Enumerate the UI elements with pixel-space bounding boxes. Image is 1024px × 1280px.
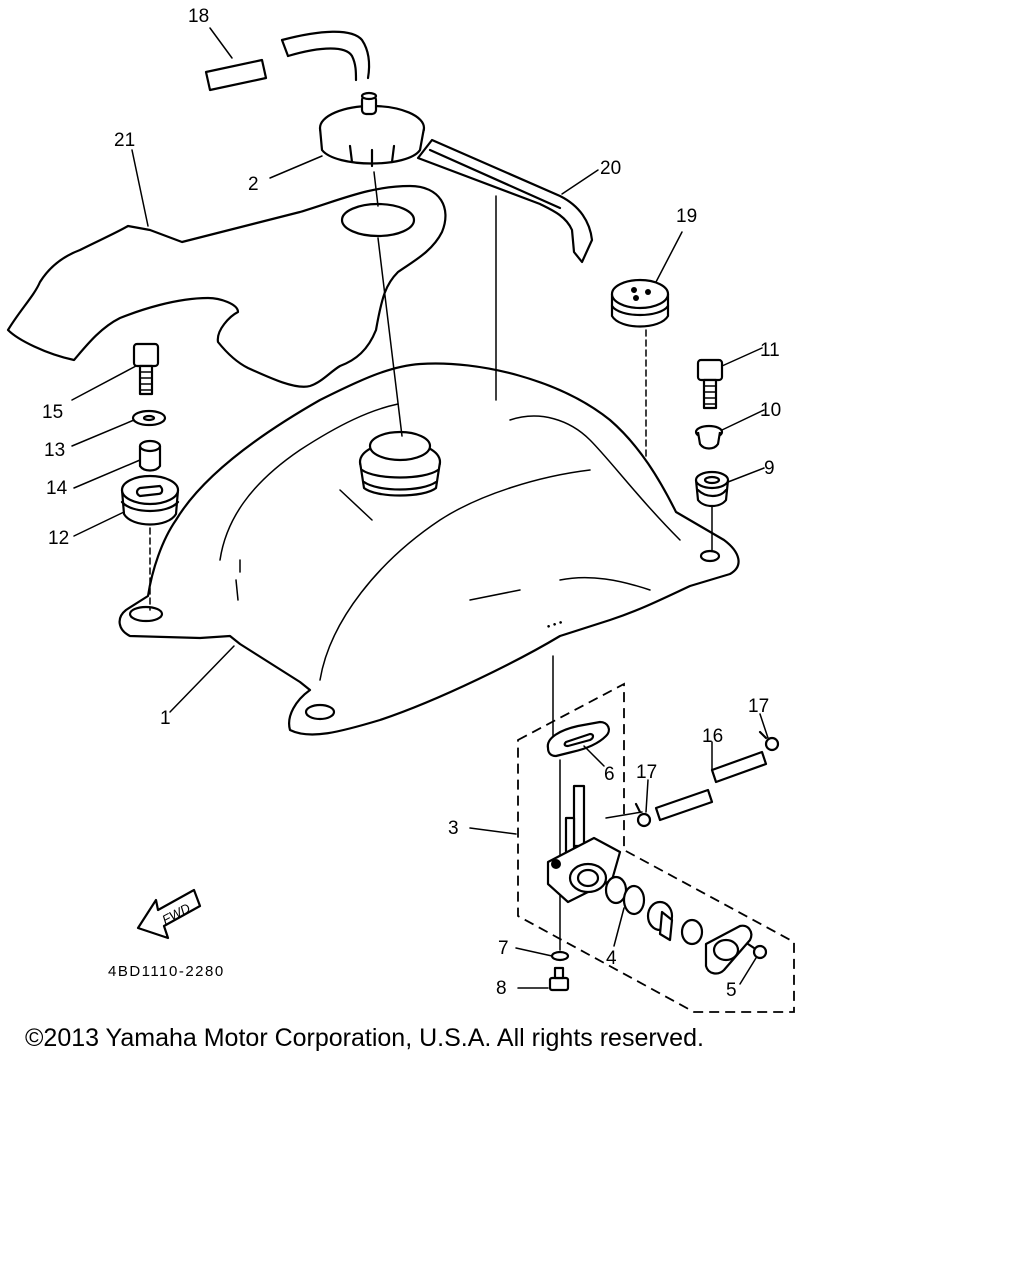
- part-10-collar[interactable]: [694, 424, 724, 450]
- callout-21: 21: [114, 130, 135, 151]
- callout-10: 10: [760, 400, 781, 421]
- forward-arrow-icon: FWD: [136, 888, 202, 940]
- part-16-fuel-hose[interactable]: [654, 750, 768, 822]
- callout-14: 14: [46, 478, 68, 499]
- callout-7: 7: [498, 938, 509, 959]
- part-15-bolt[interactable]: [132, 342, 160, 396]
- callout-8: 8: [496, 978, 507, 999]
- callout-1: 1: [160, 708, 171, 729]
- callout-9: 9: [764, 458, 775, 479]
- callout-19: 19: [676, 206, 697, 227]
- callout-17-lower: 17: [636, 762, 657, 783]
- callout-3: 3: [448, 818, 459, 839]
- callout-18: 18: [188, 6, 209, 27]
- part-12-damper[interactable]: [120, 474, 180, 526]
- part-1-fuel-tank[interactable]: • • •: [118, 362, 740, 736]
- part-5-plate[interactable]: [704, 924, 753, 975]
- fuel-cock-lever[interactable]: [646, 900, 704, 946]
- callout-4: 4: [606, 948, 617, 969]
- callout-16: 16: [702, 726, 723, 747]
- part-3-fuel-cock-assembly-outline: [517, 682, 795, 1013]
- part-14-collar[interactable]: [138, 439, 162, 472]
- part-17-clip-upper[interactable]: [758, 730, 780, 752]
- callout-11: 11: [760, 340, 780, 361]
- part-20-tank-protector[interactable]: [416, 138, 594, 264]
- part-6-gasket[interactable]: [546, 720, 610, 758]
- callout-15: 15: [42, 402, 63, 423]
- callout-6: 6: [604, 764, 615, 785]
- callout-20: 20: [600, 158, 621, 179]
- part-17-clip-lower[interactable]: [634, 802, 652, 828]
- assembly-leader-lines: [149, 171, 713, 951]
- svg-text:• • •: • • •: [546, 617, 565, 633]
- part-18-breather-hose[interactable]: [204, 30, 371, 92]
- part-4-o-ring[interactable]: [604, 875, 646, 916]
- callout-leaders: [71, 27, 769, 989]
- fwd-label: FWD: [160, 900, 193, 927]
- callout-numbers: 1 2 3 4 5 6 7 8 9 10 11 12 13 14 15 16 1…: [42, 6, 781, 1001]
- part-9-damper[interactable]: [694, 470, 730, 508]
- part-3-fuel-cock[interactable]: [546, 784, 622, 904]
- part-11-bolt[interactable]: [696, 358, 724, 410]
- callout-17-upper: 17: [748, 696, 769, 717]
- callout-5: 5: [726, 980, 737, 1001]
- part-13-washer[interactable]: [131, 409, 167, 427]
- part-5-screw[interactable]: [746, 942, 768, 960]
- part-2-tank-cap[interactable]: [318, 91, 426, 168]
- diagram-part-code: 4BD1110-2280: [108, 963, 225, 980]
- tank-filler-neck: [358, 430, 442, 497]
- part-21-cover-panel[interactable]: [6, 184, 447, 388]
- part-7-washer[interactable]: [550, 950, 570, 962]
- callout-13: 13: [44, 440, 65, 461]
- part-19-grommet[interactable]: [610, 278, 670, 328]
- callout-12: 12: [48, 528, 69, 549]
- copyright-notice: ©2013 Yamaha Motor Corporation, U.S.A. A…: [25, 1024, 704, 1052]
- part-8-drain-bolt[interactable]: [548, 966, 570, 992]
- callout-2: 2: [248, 174, 259, 195]
